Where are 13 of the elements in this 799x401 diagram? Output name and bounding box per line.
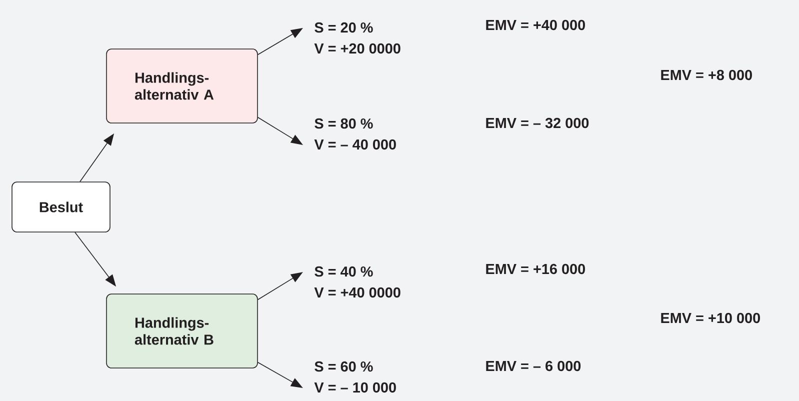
emv-label: EMV = +8 000 [661, 70, 752, 80]
outcome-text: S = 20 % V = +20 0000 [314, 22, 400, 54]
decision-box: Beslut [12, 182, 110, 232]
emv-label: EMV = +16 000 [486, 264, 585, 274]
outcome-text: S = 60 % V = – 10 000 [314, 361, 396, 393]
emv-label: EMV = – 6 000 [486, 360, 581, 372]
emv-label: EMV = – 32 000 [486, 118, 589, 128]
alternative-box: Handlings- alternativ A [106, 48, 258, 124]
emv-label: EMV = +10 000 [661, 312, 760, 324]
outcome-text: S = 80 % V = – 40 000 [314, 118, 396, 150]
alternative-box: Handlings- alternativ B [106, 294, 258, 368]
emv-label: EMV = +40 000 [486, 20, 585, 30]
outcome-text: S = 40 % V = +40 0000 [314, 266, 400, 298]
